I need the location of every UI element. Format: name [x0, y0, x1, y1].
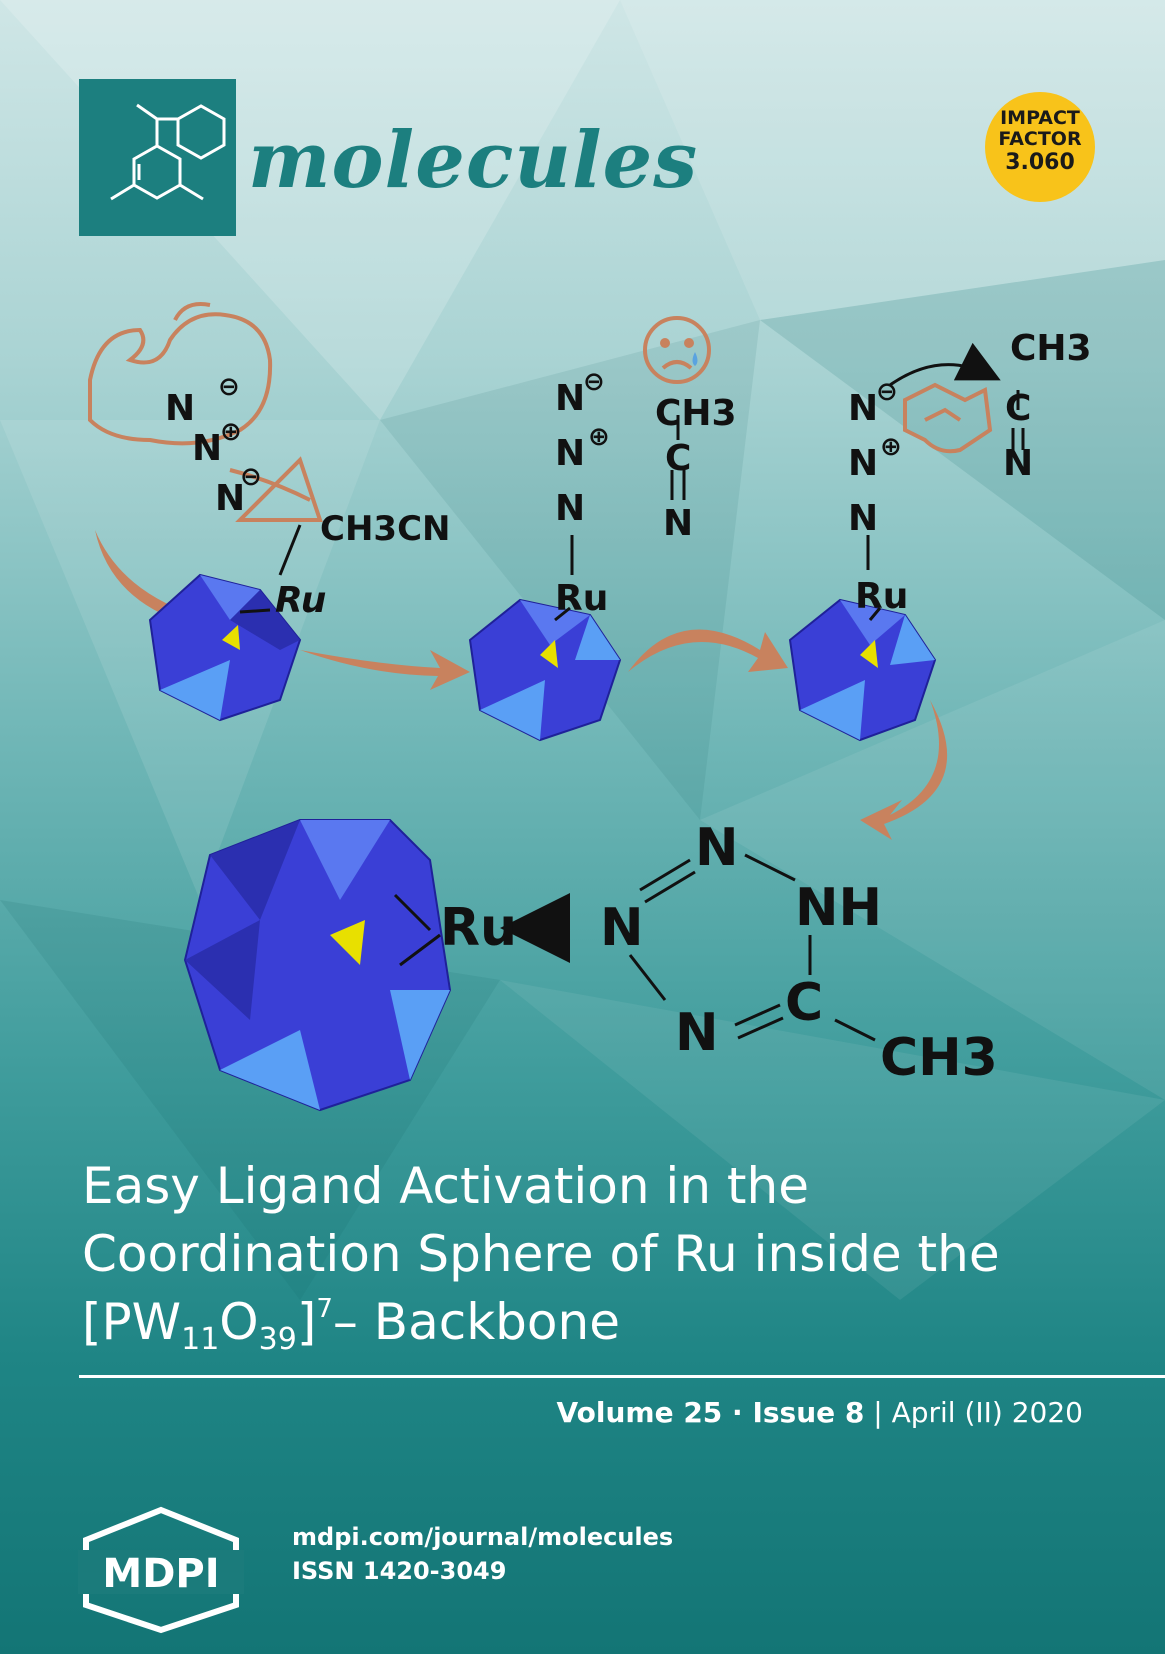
bonds — [239, 342, 1025, 1042]
label-nh: NH — [795, 878, 882, 938]
flexed-arm-icon — [88, 302, 323, 522]
label-minus: ⊖ — [583, 367, 605, 397]
title-line-2: Coordination Sphere of Ru inside the — [82, 1225, 1000, 1283]
label-minus: ⊖ — [876, 377, 898, 407]
formula-subscript: 11 — [181, 1322, 220, 1357]
issue-dot: · — [722, 1396, 753, 1429]
molecule-icon — [110, 103, 226, 201]
label-n: N — [192, 428, 222, 469]
label-ch3cn: CH3CN — [320, 509, 450, 549]
label-n: N — [848, 443, 878, 484]
label-n: N — [695, 818, 739, 878]
label-ch3: CH3 — [1010, 328, 1092, 369]
journal-logo-mark — [79, 79, 236, 236]
label-c: C — [785, 973, 823, 1033]
title-line-1: Easy Ligand Activation in the — [82, 1157, 809, 1215]
label-n: N — [848, 498, 878, 539]
article-title: Easy Ligand Activation in the Coordinati… — [82, 1152, 1082, 1356]
label-n: N — [555, 488, 585, 529]
cluster-2 — [468, 598, 622, 742]
impact-factor-badge: IMPACT FACTOR 3.060 — [985, 92, 1095, 202]
journal-title: molecules — [248, 115, 699, 206]
title-line-3: [PW11O39]7– Backbone — [82, 1288, 1082, 1356]
impact-label-2: FACTOR — [998, 128, 1082, 150]
label-n: N — [215, 478, 245, 519]
sad-face-icon — [643, 316, 711, 384]
issue-info: Volume 25 · Issue 8 | April (II) 2020 — [557, 1396, 1084, 1429]
label-n: N — [555, 378, 585, 419]
formula-part: – Backbone — [332, 1293, 620, 1351]
scheme-labels: N N N ⊖ ⊕ ⊖ CH3CN Ru N N N ⊖ ⊕ Ru CH3 C … — [165, 328, 1092, 1088]
label-n: N — [1003, 443, 1033, 484]
issue-number: Issue 8 — [752, 1396, 865, 1429]
issue-date: April (II) 2020 — [891, 1396, 1083, 1429]
cluster-large — [183, 819, 452, 1112]
divider-rule — [79, 1375, 1165, 1378]
label-minus: ⊖ — [240, 462, 262, 492]
impact-label-1: IMPACT — [1000, 107, 1080, 129]
label-ch3: CH3 — [655, 393, 737, 434]
journal-url[interactable]: mdpi.com/journal/molecules — [292, 1523, 674, 1551]
label-minus: ⊖ — [218, 372, 240, 402]
mdpi-logo-text: MDPI — [102, 1551, 219, 1597]
label-c: C — [665, 438, 691, 479]
label-n: N — [848, 388, 878, 429]
label-n: N — [675, 1003, 719, 1063]
issn: ISSN 1420-3049 — [292, 1557, 507, 1585]
label-ru: Ru — [555, 578, 608, 619]
label-n: N — [165, 388, 195, 429]
cluster-3 — [788, 598, 937, 742]
label-n: N — [663, 503, 693, 544]
label-ru: Ru — [855, 576, 908, 617]
issue-separator: | — [864, 1396, 892, 1429]
handshake-icon — [903, 382, 993, 454]
volume: Volume 25 — [556, 1396, 723, 1429]
label-n: N — [600, 898, 644, 958]
journal-footer: mdpi.com/journal/molecules ISSN 1420-304… — [292, 1520, 673, 1588]
formula-part: [PW — [82, 1293, 182, 1351]
impact-value: 3.060 — [1005, 150, 1075, 175]
mdpi-logo: MDPI — [78, 1506, 244, 1634]
formula-part: O — [219, 1293, 259, 1351]
formula-superscript: 7 — [316, 1294, 333, 1324]
label-plus: ⊕ — [588, 422, 610, 452]
formula-part: ] — [296, 1293, 317, 1351]
label-ru-large: Ru — [440, 898, 517, 958]
label-ch3: CH3 — [880, 1028, 998, 1088]
label-plus: ⊕ — [880, 432, 902, 462]
label-ru: Ru — [275, 580, 326, 621]
label-n: N — [555, 433, 585, 474]
label-plus: ⊕ — [220, 417, 242, 447]
formula-subscript: 39 — [258, 1322, 297, 1357]
label-c: C — [1005, 388, 1031, 429]
